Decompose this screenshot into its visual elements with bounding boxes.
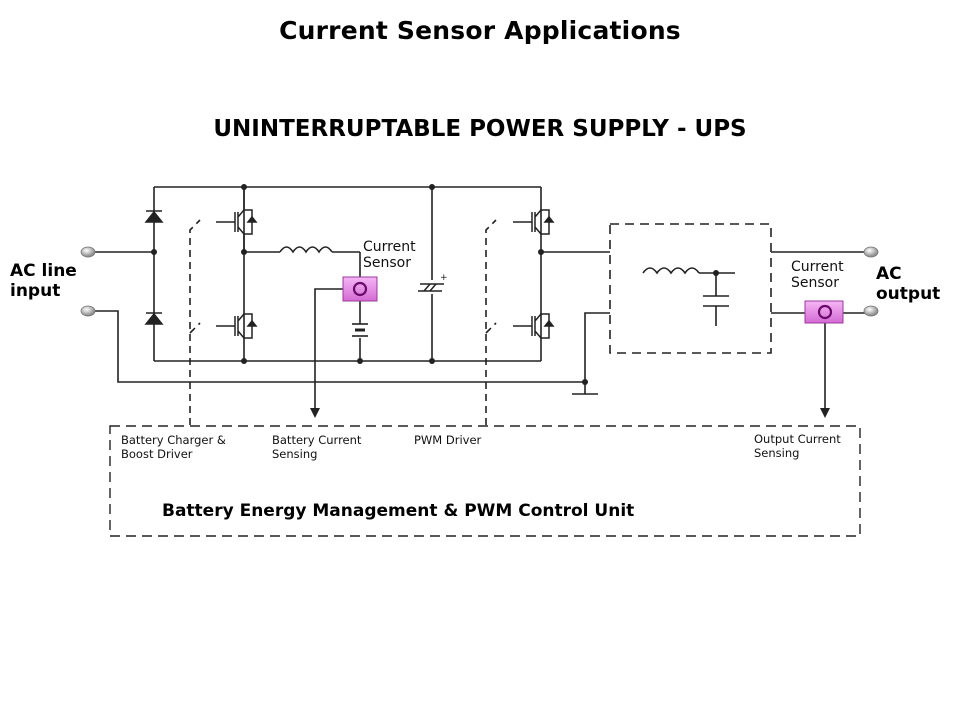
control-unit-title: Battery Energy Management & PWM Control … xyxy=(162,501,635,521)
battery-icon xyxy=(352,323,368,337)
output-filter-box xyxy=(609,223,772,354)
diode-icon xyxy=(144,210,164,325)
block-battery-current-sensing: Battery Current Sensing xyxy=(272,433,362,462)
ac-output-label: AC output xyxy=(876,264,941,305)
block-pwm-driver: PWM Driver xyxy=(414,433,482,447)
arrow-icon xyxy=(820,408,830,418)
terminal-icon xyxy=(80,246,879,317)
current-sensor-icon xyxy=(804,300,844,324)
ac-input-label: AC line input xyxy=(10,261,77,302)
output-current-sensor-label: Current Sensor xyxy=(791,259,844,292)
filter-capacitor-icon xyxy=(703,295,729,307)
igbt-icon xyxy=(216,190,555,339)
block-battery-charger: Battery Charger & Boost Driver xyxy=(121,433,226,462)
page-title: Current Sensor Applications xyxy=(279,16,681,45)
svg-text:+: + xyxy=(440,273,448,283)
current-sensor-icon xyxy=(342,276,378,302)
arrow-icon xyxy=(310,408,320,418)
diagram-title: UNINTERRUPTABLE POWER SUPPLY - UPS xyxy=(213,116,747,142)
capacitor-icon: + xyxy=(418,273,448,292)
block-output-current-sensing: Output Current Sensing xyxy=(754,432,841,461)
control-unit-box xyxy=(109,425,861,537)
battery-current-sensor-label: Current Sensor xyxy=(363,239,416,272)
